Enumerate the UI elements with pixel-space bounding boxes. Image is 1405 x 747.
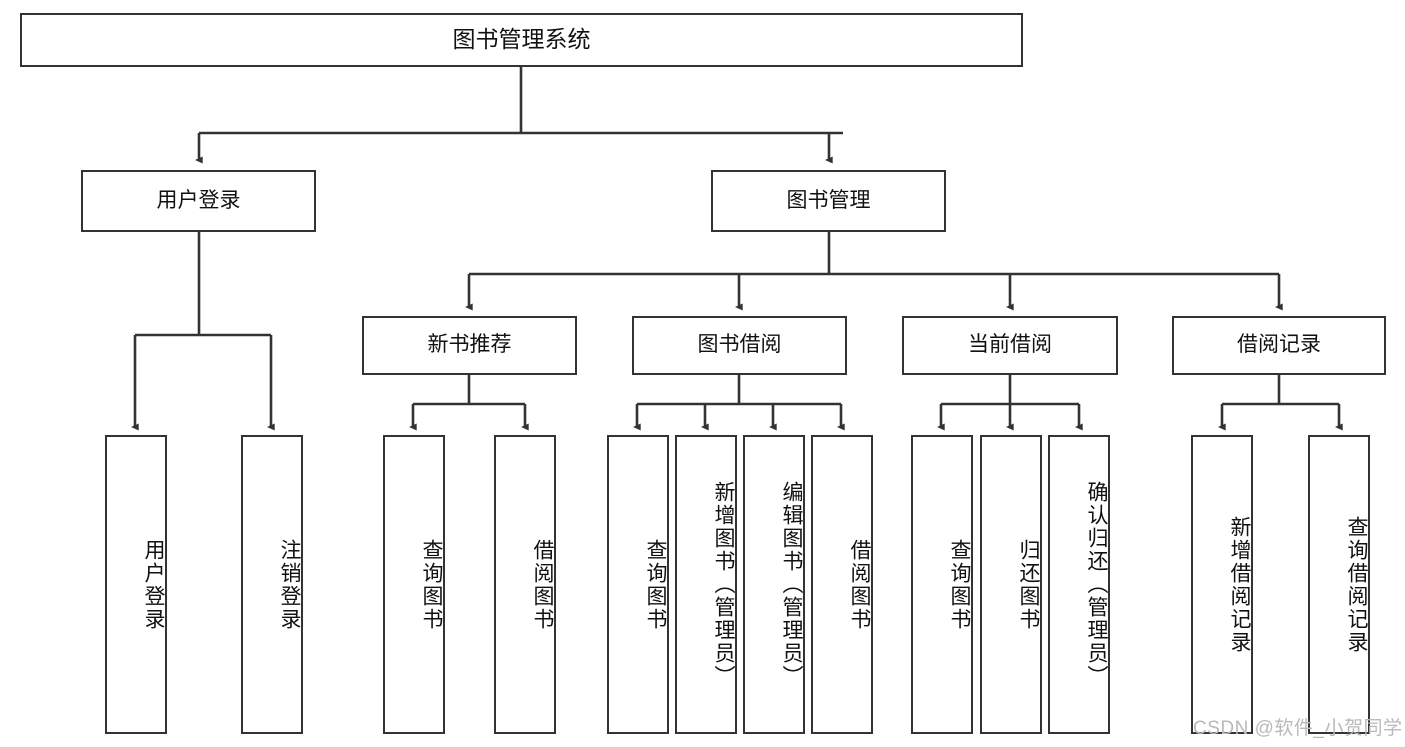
node-book-management[interactable]: 图书管理 — [711, 170, 946, 232]
node-leaf-query-record[interactable]: 查询借阅记录 — [1308, 435, 1370, 734]
node-leaf-query-book-3-label: 查询图书 — [948, 538, 971, 631]
node-leaf-edit-book-label: 编辑图书（管理员） — [780, 481, 803, 688]
node-leaf-add-record[interactable]: 新增借阅记录 — [1191, 435, 1253, 734]
node-leaf-return-book[interactable]: 归还图书 — [980, 435, 1042, 734]
node-leaf-query-book-3[interactable]: 查询图书 — [911, 435, 973, 734]
node-leaf-borrow-book-2-label: 借阅图书 — [848, 538, 871, 631]
node-leaf-user-logout[interactable]: 注销登录 — [241, 435, 303, 734]
node-book-management-label: 图书管理 — [786, 188, 871, 212]
node-leaf-borrow-book-1[interactable]: 借阅图书 — [494, 435, 556, 734]
node-leaf-return-book-label: 归还图书 — [1017, 538, 1040, 631]
node-leaf-query-book-2[interactable]: 查询图书 — [607, 435, 669, 734]
watermark: CSDN @软件_小贺同学 — [1193, 718, 1403, 739]
node-current-borrow-label: 当前借阅 — [968, 333, 1052, 357]
node-leaf-confirm-return-label: 确认归还（管理员） — [1085, 481, 1108, 688]
node-leaf-query-book-1-label: 查询图书 — [420, 538, 443, 631]
node-leaf-user-login-label: 用户登录 — [142, 538, 165, 631]
node-leaf-user-login[interactable]: 用户登录 — [105, 435, 167, 734]
node-root-label: 图书管理系统 — [452, 26, 591, 53]
node-leaf-borrow-book-1-label: 借阅图书 — [531, 538, 554, 631]
node-leaf-borrow-book-2[interactable]: 借阅图书 — [811, 435, 873, 734]
node-leaf-add-book-label: 新增图书（管理员） — [712, 481, 735, 688]
node-current-borrow[interactable]: 当前借阅 — [902, 316, 1118, 375]
node-leaf-add-book[interactable]: 新增图书（管理员） — [675, 435, 737, 734]
node-leaf-add-record-label: 新增借阅记录 — [1228, 515, 1251, 654]
node-leaf-user-logout-label: 注销登录 — [278, 538, 301, 631]
node-leaf-confirm-return[interactable]: 确认归还（管理员） — [1048, 435, 1110, 734]
node-root[interactable]: 图书管理系统 — [20, 13, 1023, 67]
node-user-login[interactable]: 用户登录 — [81, 170, 316, 232]
node-book-borrow[interactable]: 图书借阅 — [632, 316, 847, 375]
node-leaf-query-record-label: 查询借阅记录 — [1345, 515, 1368, 654]
node-user-login-label: 用户登录 — [156, 188, 241, 212]
node-leaf-query-book-1[interactable]: 查询图书 — [383, 435, 445, 734]
node-new-book-recommend[interactable]: 新书推荐 — [362, 316, 577, 375]
node-leaf-query-book-2-label: 查询图书 — [644, 538, 667, 631]
node-borrow-record-label: 借阅记录 — [1237, 333, 1321, 357]
node-leaf-edit-book[interactable]: 编辑图书（管理员） — [743, 435, 805, 734]
node-new-book-recommend-label: 新书推荐 — [427, 333, 512, 357]
node-book-borrow-label: 图书借阅 — [697, 333, 782, 357]
node-borrow-record[interactable]: 借阅记录 — [1172, 316, 1386, 375]
